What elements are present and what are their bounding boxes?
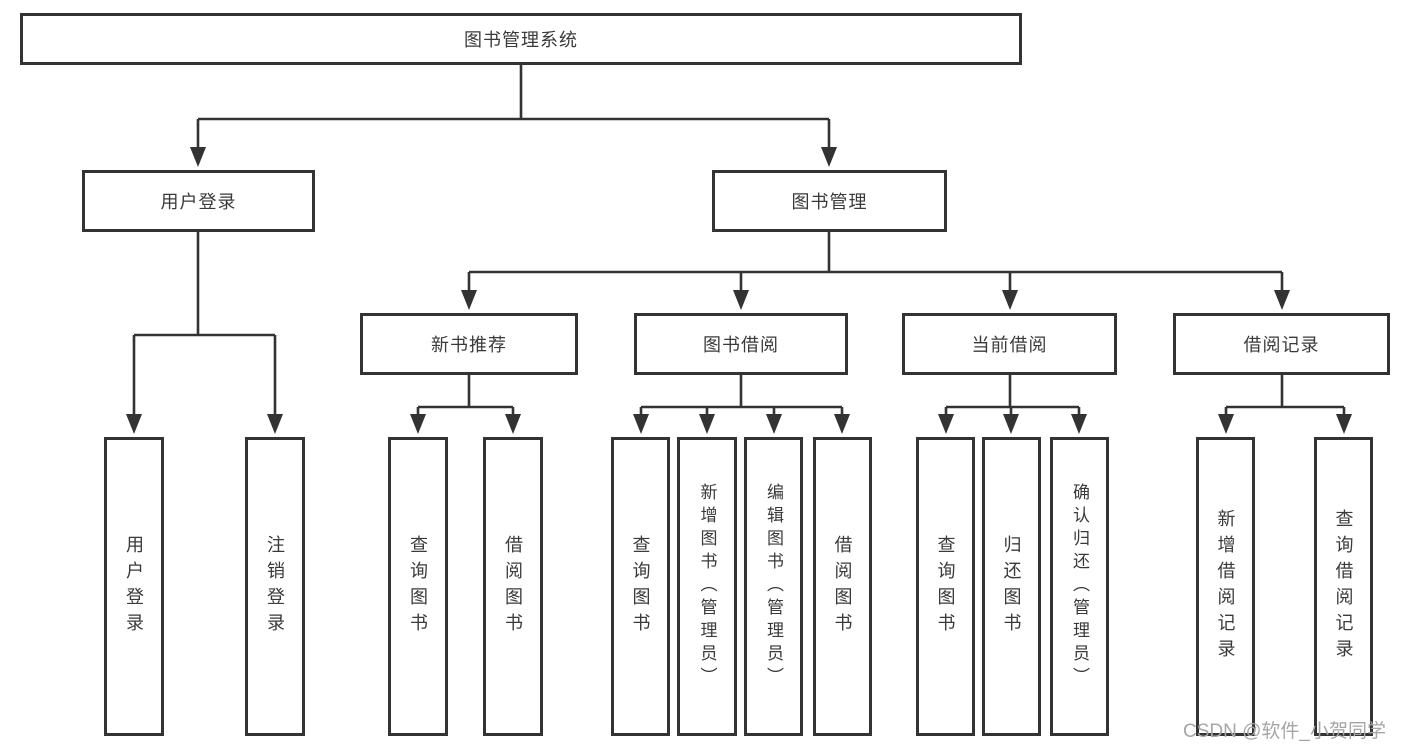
leaf-add-borrow-record: 新增借阅记录 bbox=[1196, 437, 1255, 736]
leaf-label: 查询图书 bbox=[408, 534, 428, 639]
leaf-label: 用户登录 bbox=[124, 534, 144, 639]
leaf-borrow-books-recommendation: 借阅图书 bbox=[483, 437, 543, 736]
node-user-login: 用户登录 bbox=[82, 170, 315, 232]
leaf-label: 新增借阅记录 bbox=[1215, 508, 1236, 665]
arrow-down-icon bbox=[267, 414, 283, 434]
arrow-down-icon bbox=[126, 414, 142, 434]
node-current-borrowing: 当前借阅 bbox=[902, 313, 1117, 375]
watermark: CSDN @软件_小贺同学 bbox=[1183, 721, 1386, 742]
leaf-logout: 注销登录 bbox=[245, 437, 305, 736]
leaf-label: 编辑图书（管理员） bbox=[764, 483, 783, 690]
leaf-return-books: 归还图书 bbox=[982, 437, 1041, 736]
leaf-query-books-borrowing: 查询图书 bbox=[611, 437, 670, 736]
node-borrowing-records: 借阅记录 bbox=[1173, 313, 1390, 375]
node-book-management: 图书管理 bbox=[712, 170, 947, 232]
arrow-down-icon bbox=[733, 290, 749, 310]
leaf-borrow-books: 借阅图书 bbox=[813, 437, 872, 736]
arrow-down-icon bbox=[505, 414, 521, 434]
leaf-label: 查询图书 bbox=[935, 534, 956, 639]
arrow-down-icon bbox=[1274, 290, 1290, 310]
arrow-down-icon bbox=[410, 414, 426, 434]
arrow-down-icon bbox=[461, 290, 477, 310]
leaf-edit-books-admin: 编辑图书（管理员） bbox=[744, 437, 803, 736]
leaf-add-books-admin: 新增图书（管理员） bbox=[677, 437, 737, 736]
leaf-label: 查询借阅记录 bbox=[1333, 508, 1354, 665]
arrow-down-icon bbox=[699, 414, 715, 434]
node-book-borrowing: 图书借阅 bbox=[634, 313, 848, 375]
leaf-label: 归还图书 bbox=[1001, 534, 1022, 639]
arrow-down-icon bbox=[633, 414, 649, 434]
node-new-book-recommendation: 新书推荐 bbox=[360, 313, 578, 375]
arrow-down-icon bbox=[190, 147, 206, 167]
arrow-down-icon bbox=[1336, 414, 1352, 434]
leaf-user-login: 用户登录 bbox=[104, 437, 164, 736]
arrow-down-icon bbox=[1071, 414, 1087, 434]
leaf-label: 确认归还（管理员） bbox=[1070, 483, 1089, 690]
node-library-management-system: 图书管理系统 bbox=[20, 13, 1022, 65]
leaf-query-books-recommendation: 查询图书 bbox=[388, 437, 448, 736]
arrow-down-icon bbox=[1002, 290, 1018, 310]
arrow-down-icon bbox=[1003, 414, 1019, 434]
arrow-down-icon bbox=[821, 147, 837, 167]
leaf-label: 新增图书（管理员） bbox=[697, 483, 717, 690]
arrow-down-icon bbox=[938, 414, 954, 434]
arrow-down-icon bbox=[1218, 414, 1234, 434]
leaf-label: 查询图书 bbox=[630, 534, 651, 639]
leaf-label: 注销登录 bbox=[265, 534, 285, 639]
arrow-down-icon bbox=[766, 414, 782, 434]
leaf-label: 借阅图书 bbox=[832, 534, 853, 639]
leaf-label: 借阅图书 bbox=[503, 534, 523, 639]
leaf-query-borrow-record: 查询借阅记录 bbox=[1314, 437, 1373, 736]
leaf-query-books-current: 查询图书 bbox=[916, 437, 975, 736]
arrow-down-icon bbox=[834, 414, 850, 434]
leaf-confirm-return-admin: 确认归还（管理员） bbox=[1050, 437, 1109, 736]
